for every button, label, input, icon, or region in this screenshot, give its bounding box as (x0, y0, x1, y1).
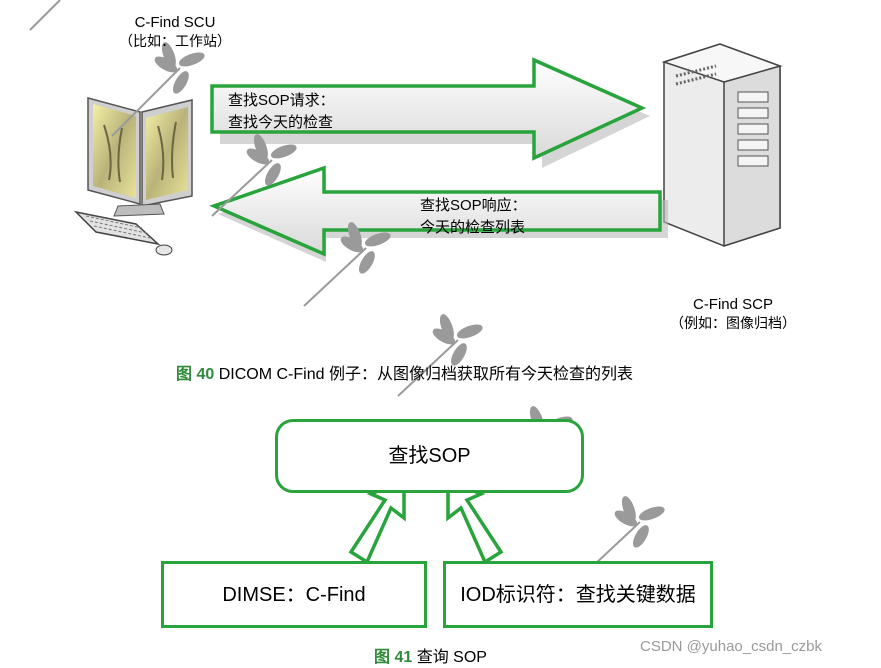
scp-title: C-Find SCP (692, 296, 774, 313)
server-icon (661, 43, 783, 248)
response-arrow (209, 165, 662, 257)
response-line-1: 查找SOP响应： (420, 197, 527, 214)
figure-41-number: 41 (394, 649, 413, 666)
scp-subtitle: （例如：图像归档） (670, 315, 796, 331)
workstation-icon (73, 97, 193, 256)
up-arrow-left (348, 477, 406, 565)
figure-41-caption: 图 41 查询 SOP (374, 643, 487, 667)
request-text: 查找SOP请求： 查找今天的检查 (228, 90, 335, 134)
dimse-box: DIMSE：C-Find (161, 561, 427, 628)
scu-subtitle: （比如：工作站） (119, 33, 231, 49)
csdn-watermark: CSDN @yuhao_csdn_czbk (640, 638, 822, 655)
scu-title: C-Find SCU (134, 14, 216, 31)
scu-label: C-Find SCU （比如：工作站） (118, 13, 232, 51)
figure-40-number: 40 (196, 366, 215, 383)
figure-41-label: 图 (374, 649, 391, 666)
dimse-label: DIMSE：C-Find (222, 583, 366, 606)
request-line-2: 查找今天的检查 (228, 114, 334, 131)
iod-box: IOD标识符：查找关键数据 (443, 561, 713, 628)
response-line-2: 今天的检查列表 (420, 219, 526, 236)
figure-40-caption: 图 40 DICOM C-Find 例子：从图像归档获取所有今天检查的列表 (176, 360, 633, 384)
scp-label: C-Find SCP （例如：图像归档） (650, 295, 816, 333)
response-text: 查找SOP响应： 今天的检查列表 (420, 195, 527, 239)
figure-41-text: 查询 SOP (416, 649, 487, 666)
figure-40-text: DICOM C-Find 例子：从图像归档获取所有今天检查的列表 (218, 366, 633, 383)
find-sop-box: 查找SOP (275, 419, 584, 493)
request-line-1: 查找SOP请求： (228, 92, 335, 109)
iod-label: IOD标识符：查找关键数据 (460, 583, 696, 606)
request-arrow (210, 57, 647, 161)
find-sop-label: 查找SOP (388, 445, 471, 467)
up-arrow-right (446, 477, 504, 565)
figure-40-label: 图 (176, 366, 193, 383)
